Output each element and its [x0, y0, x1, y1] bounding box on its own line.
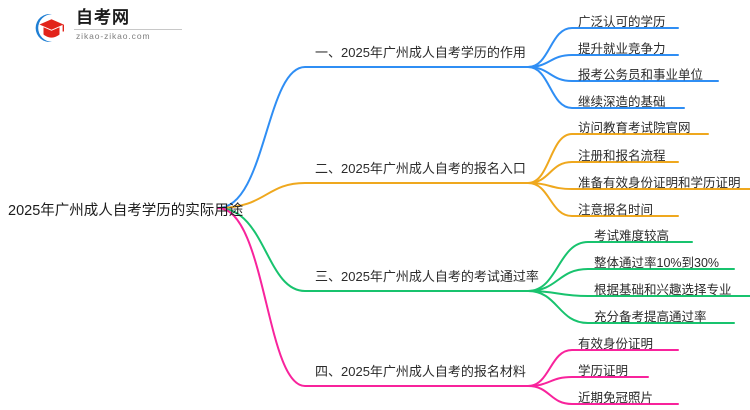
branch-label-3[interactable]: 三、2025年广州成人自考的考试通过率 — [315, 269, 539, 284]
logo-divider — [74, 29, 182, 30]
leaf-2-2[interactable]: 注册和报名流程 — [578, 149, 666, 163]
logo-title: 自考网 — [76, 8, 130, 27]
branch-label-4[interactable]: 四、2025年广州成人自考的报名材料 — [315, 364, 526, 379]
leaf-1-1[interactable]: 广泛认可的学历 — [578, 15, 666, 29]
branch-label-1[interactable]: 一、2025年广州成人自考学历的作用 — [315, 45, 526, 60]
leaf-1-4[interactable]: 继续深造的基础 — [578, 95, 666, 109]
leaf-1-3[interactable]: 报考公务员和事业单位 — [578, 68, 704, 82]
leaf-2-4[interactable]: 注意报名时间 — [578, 203, 654, 217]
logo-wordmark: 自考网 zikao-zikao.com — [74, 8, 184, 42]
site-logo[interactable]: 自考网 zikao-zikao.com — [30, 8, 182, 48]
leaf-2-1[interactable]: 访问教育考试院官网 — [578, 121, 691, 135]
logo-domain: zikao-zikao.com — [76, 31, 151, 41]
leaf-3-1[interactable]: 考试难度较高 — [594, 229, 670, 243]
mindmap-root-node[interactable]: 2025年广州成人自考学历的实际用途 — [8, 203, 244, 219]
leaf-3-2[interactable]: 整体通过率10%到30% — [594, 256, 720, 270]
leaf-2-3[interactable]: 准备有效身份证明和学历证明 — [578, 176, 741, 190]
leaf-1-2[interactable]: 提升就业竞争力 — [578, 42, 666, 56]
leaf-4-1[interactable]: 有效身份证明 — [578, 337, 654, 351]
leaf-4-3[interactable]: 近期免冠照片 — [578, 391, 654, 405]
leaf-4-2[interactable]: 学历证明 — [578, 364, 629, 378]
leaf-3-3[interactable]: 根据基础和兴趣选择专业 — [594, 283, 732, 297]
branch-label-2[interactable]: 二、2025年广州成人自考的报名入口 — [315, 161, 526, 176]
graduation-cap-icon — [30, 10, 68, 46]
leaf-3-4[interactable]: 充分备考提高通过率 — [594, 310, 707, 324]
